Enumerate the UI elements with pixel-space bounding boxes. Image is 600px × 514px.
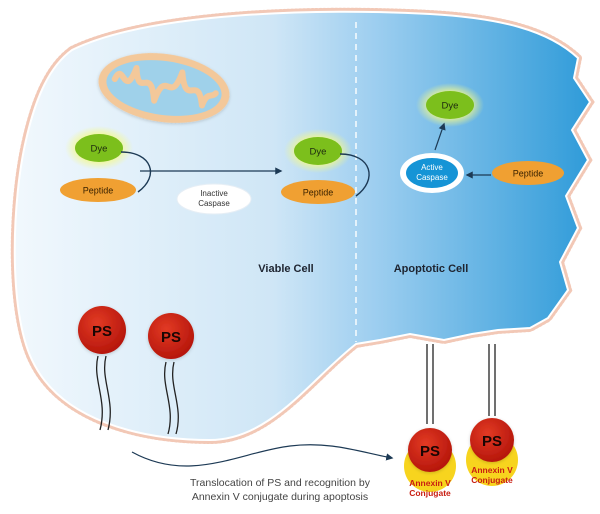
ps-inner-1-label: PS (92, 323, 112, 340)
translocation-arrow (131, 444, 394, 467)
peptide-mid (281, 180, 355, 204)
ps-outer-1-label: PS (420, 443, 440, 460)
ps-annexin-1: PS Annexin V Conjugate (404, 344, 456, 498)
ps-inner-2-label: PS (161, 329, 181, 346)
active-caspase-label-2: Caspase (416, 173, 448, 182)
active-caspase: Active Caspase (400, 153, 464, 193)
annexin-1-label-1: Annexin V (409, 478, 451, 488)
ps-inner-1: PS (78, 306, 126, 431)
viable-cell-label: Viable Cell (258, 263, 313, 275)
annexin-2-label-1: Annexin V (471, 465, 513, 475)
peptide-right: Peptide (492, 161, 564, 185)
caption: Translocation of PS and recognition by A… (120, 476, 440, 504)
inactive-caspase-label-2: Caspase (198, 199, 230, 208)
dye-mid (294, 137, 342, 165)
caption-line-2: Annexin V conjugate during apoptosis (191, 491, 369, 503)
active-caspase-label-1: Active (421, 163, 443, 172)
annexin-2-label-2: Conjugate (471, 475, 513, 485)
apoptotic-cell-label: Apoptotic Cell (394, 263, 469, 275)
peptide-left-label: Peptide (83, 186, 114, 196)
mitochondrion-icon (98, 53, 230, 123)
probe-intact-mid: Dye Peptide (281, 129, 370, 204)
released-dye: Dye (416, 83, 484, 127)
peptide-left (60, 178, 136, 202)
annexin-1-label-2: Conjugate (409, 488, 451, 498)
inactive-caspase: Inactive Caspase (176, 183, 252, 215)
dye-mid-label: Dye (310, 147, 327, 158)
peptide-mid-label: Peptide (303, 188, 334, 198)
dye-left (75, 134, 123, 162)
arrow-caspase-to-dye (434, 122, 446, 151)
probe-intact-left: Dye Peptide (60, 126, 152, 202)
dye-left-label: Dye (91, 144, 108, 155)
ps-outer-2-label: PS (482, 433, 502, 450)
inactive-caspase-label-1: Inactive (200, 189, 228, 198)
peptide-right-label: Peptide (513, 169, 544, 179)
caption-line-1: Translocation of PS and recognition by (190, 477, 370, 489)
dye-released-label: Dye (442, 101, 459, 112)
ps-annexin-2: PS Annexin V Conjugate (466, 344, 518, 486)
ps-inner-2: PS (148, 313, 194, 435)
